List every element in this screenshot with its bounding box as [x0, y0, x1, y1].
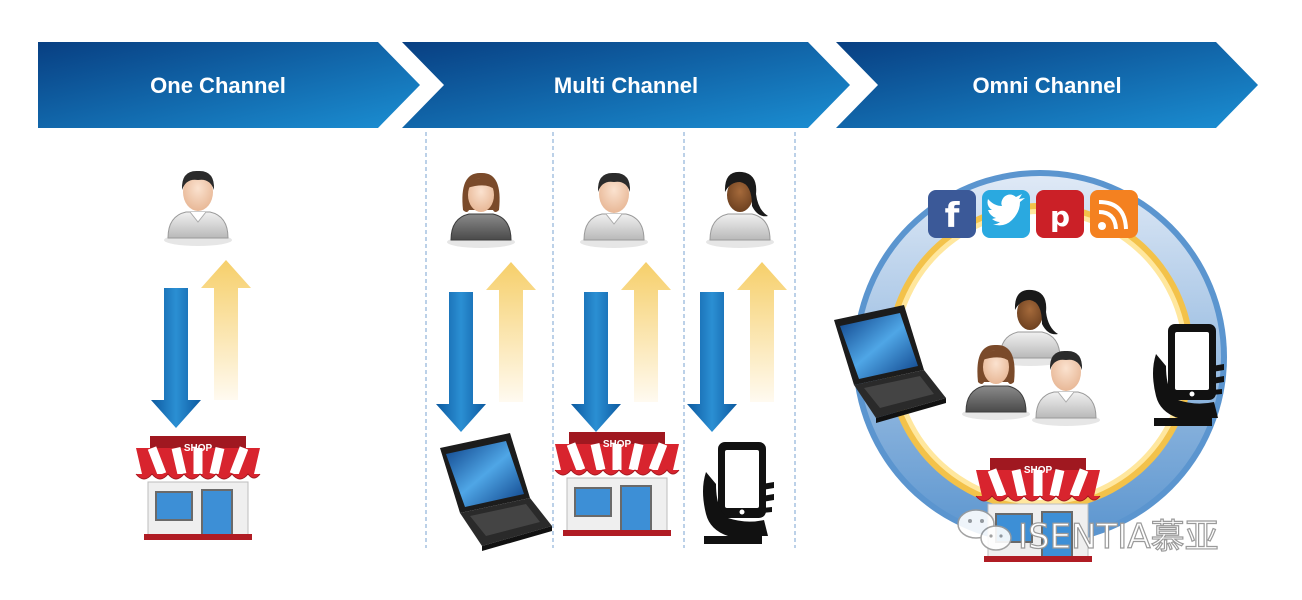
watermark: ISENTIA慕亚 [957, 509, 1219, 558]
shop-sign-label: SHOP [1024, 465, 1053, 476]
arrow-up-icon [621, 262, 671, 402]
facebook-icon: f [928, 190, 976, 238]
arrow-up-icon [201, 260, 251, 400]
customer-woman-icon [446, 172, 516, 249]
header-omni-channel-label: Omni Channel [972, 73, 1121, 98]
arrow-down-icon [436, 292, 486, 432]
header-multi-channel-label: Multi Channel [554, 73, 698, 98]
watermark-text: ISENTIA慕亚 [1018, 517, 1219, 557]
header-omni-channel: Omni Channel [836, 42, 1258, 128]
shop-sign-label: SHOP [184, 443, 213, 454]
arrow-down-icon [687, 292, 737, 432]
header-one-channel-label: One Channel [150, 73, 286, 98]
header-multi-channel: Multi Channel [402, 42, 850, 128]
rss-icon [1090, 190, 1138, 238]
shop-sign-label: SHOP [603, 439, 632, 450]
pinterest-icon: p [1036, 190, 1084, 238]
svg-text:p: p [1050, 200, 1070, 233]
laptop-icon [440, 433, 552, 551]
multi-channel-dividers [425, 132, 796, 548]
svg-text:f: f [945, 196, 961, 236]
shop-icon: SHOP [136, 436, 260, 540]
mobile-phone-icon [703, 442, 774, 544]
customer-icon [163, 170, 233, 247]
header-one-channel: One Channel [38, 42, 420, 128]
arrow-down-icon [571, 292, 621, 432]
social-icons: f p [928, 190, 1138, 238]
arrow-up-icon [737, 262, 787, 402]
arrow-down-icon [151, 288, 201, 428]
shop-icon: SHOP [555, 432, 679, 536]
twitter-icon [982, 190, 1030, 238]
wechat-icon [957, 509, 1012, 551]
customer-woman-icon [705, 171, 775, 249]
customer-icon [579, 172, 649, 249]
arrow-up-icon [486, 262, 536, 402]
shop-icon: SHOP [976, 458, 1100, 562]
